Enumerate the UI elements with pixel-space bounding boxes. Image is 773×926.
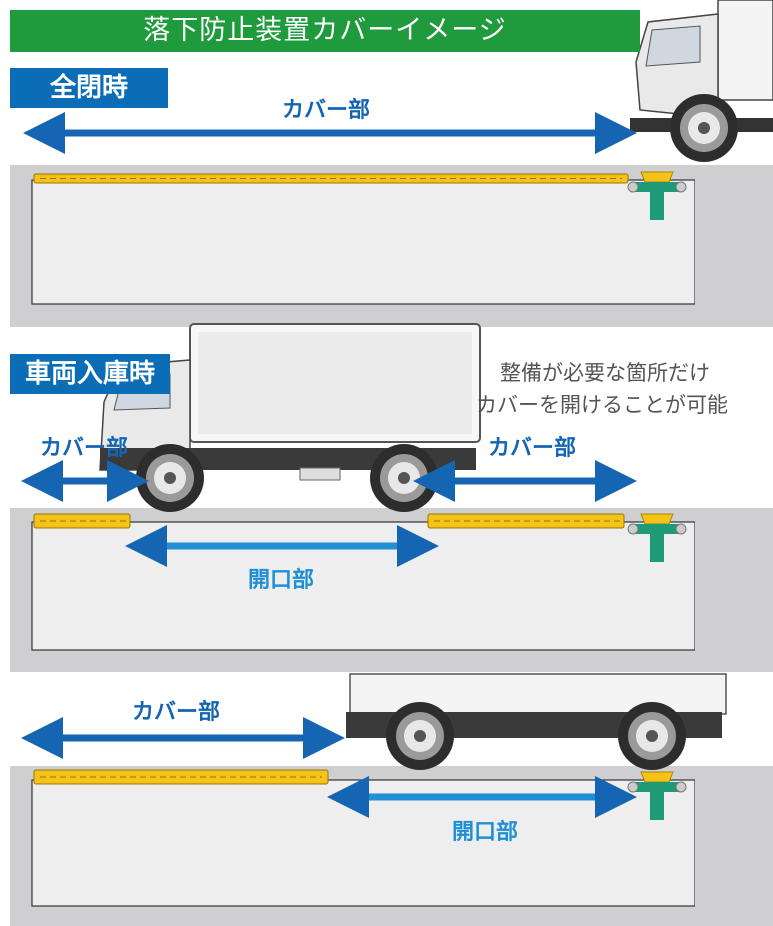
truck-2 <box>99 323 481 512</box>
truck-3 <box>346 673 727 770</box>
page-title: 落下防止装置カバーイメージ <box>10 10 640 52</box>
cover-strip-3 <box>33 769 329 785</box>
note-line-1: 整備が必要な箇所だけ <box>500 361 710 385</box>
section-tag-entry: 車両入庫時 <box>10 354 170 394</box>
label-cover-1: カバー部 <box>282 98 371 123</box>
truck-1 <box>630 0 773 162</box>
label-cover-2b: カバー部 <box>488 436 577 461</box>
label-opening-2: 開口部 <box>248 568 315 593</box>
label-cover-2a: カバー部 <box>40 436 129 461</box>
cover-strip-2a <box>33 513 131 529</box>
label-opening-3: 開口部 <box>452 820 519 845</box>
note-line-2: カバーを開けることが可能 <box>476 393 728 417</box>
cover-strip-1 <box>33 173 629 184</box>
section-tag-closed: 全閉時 <box>10 68 168 108</box>
cover-strip-2b <box>427 513 625 529</box>
label-cover-3: カバー部 <box>132 700 221 725</box>
